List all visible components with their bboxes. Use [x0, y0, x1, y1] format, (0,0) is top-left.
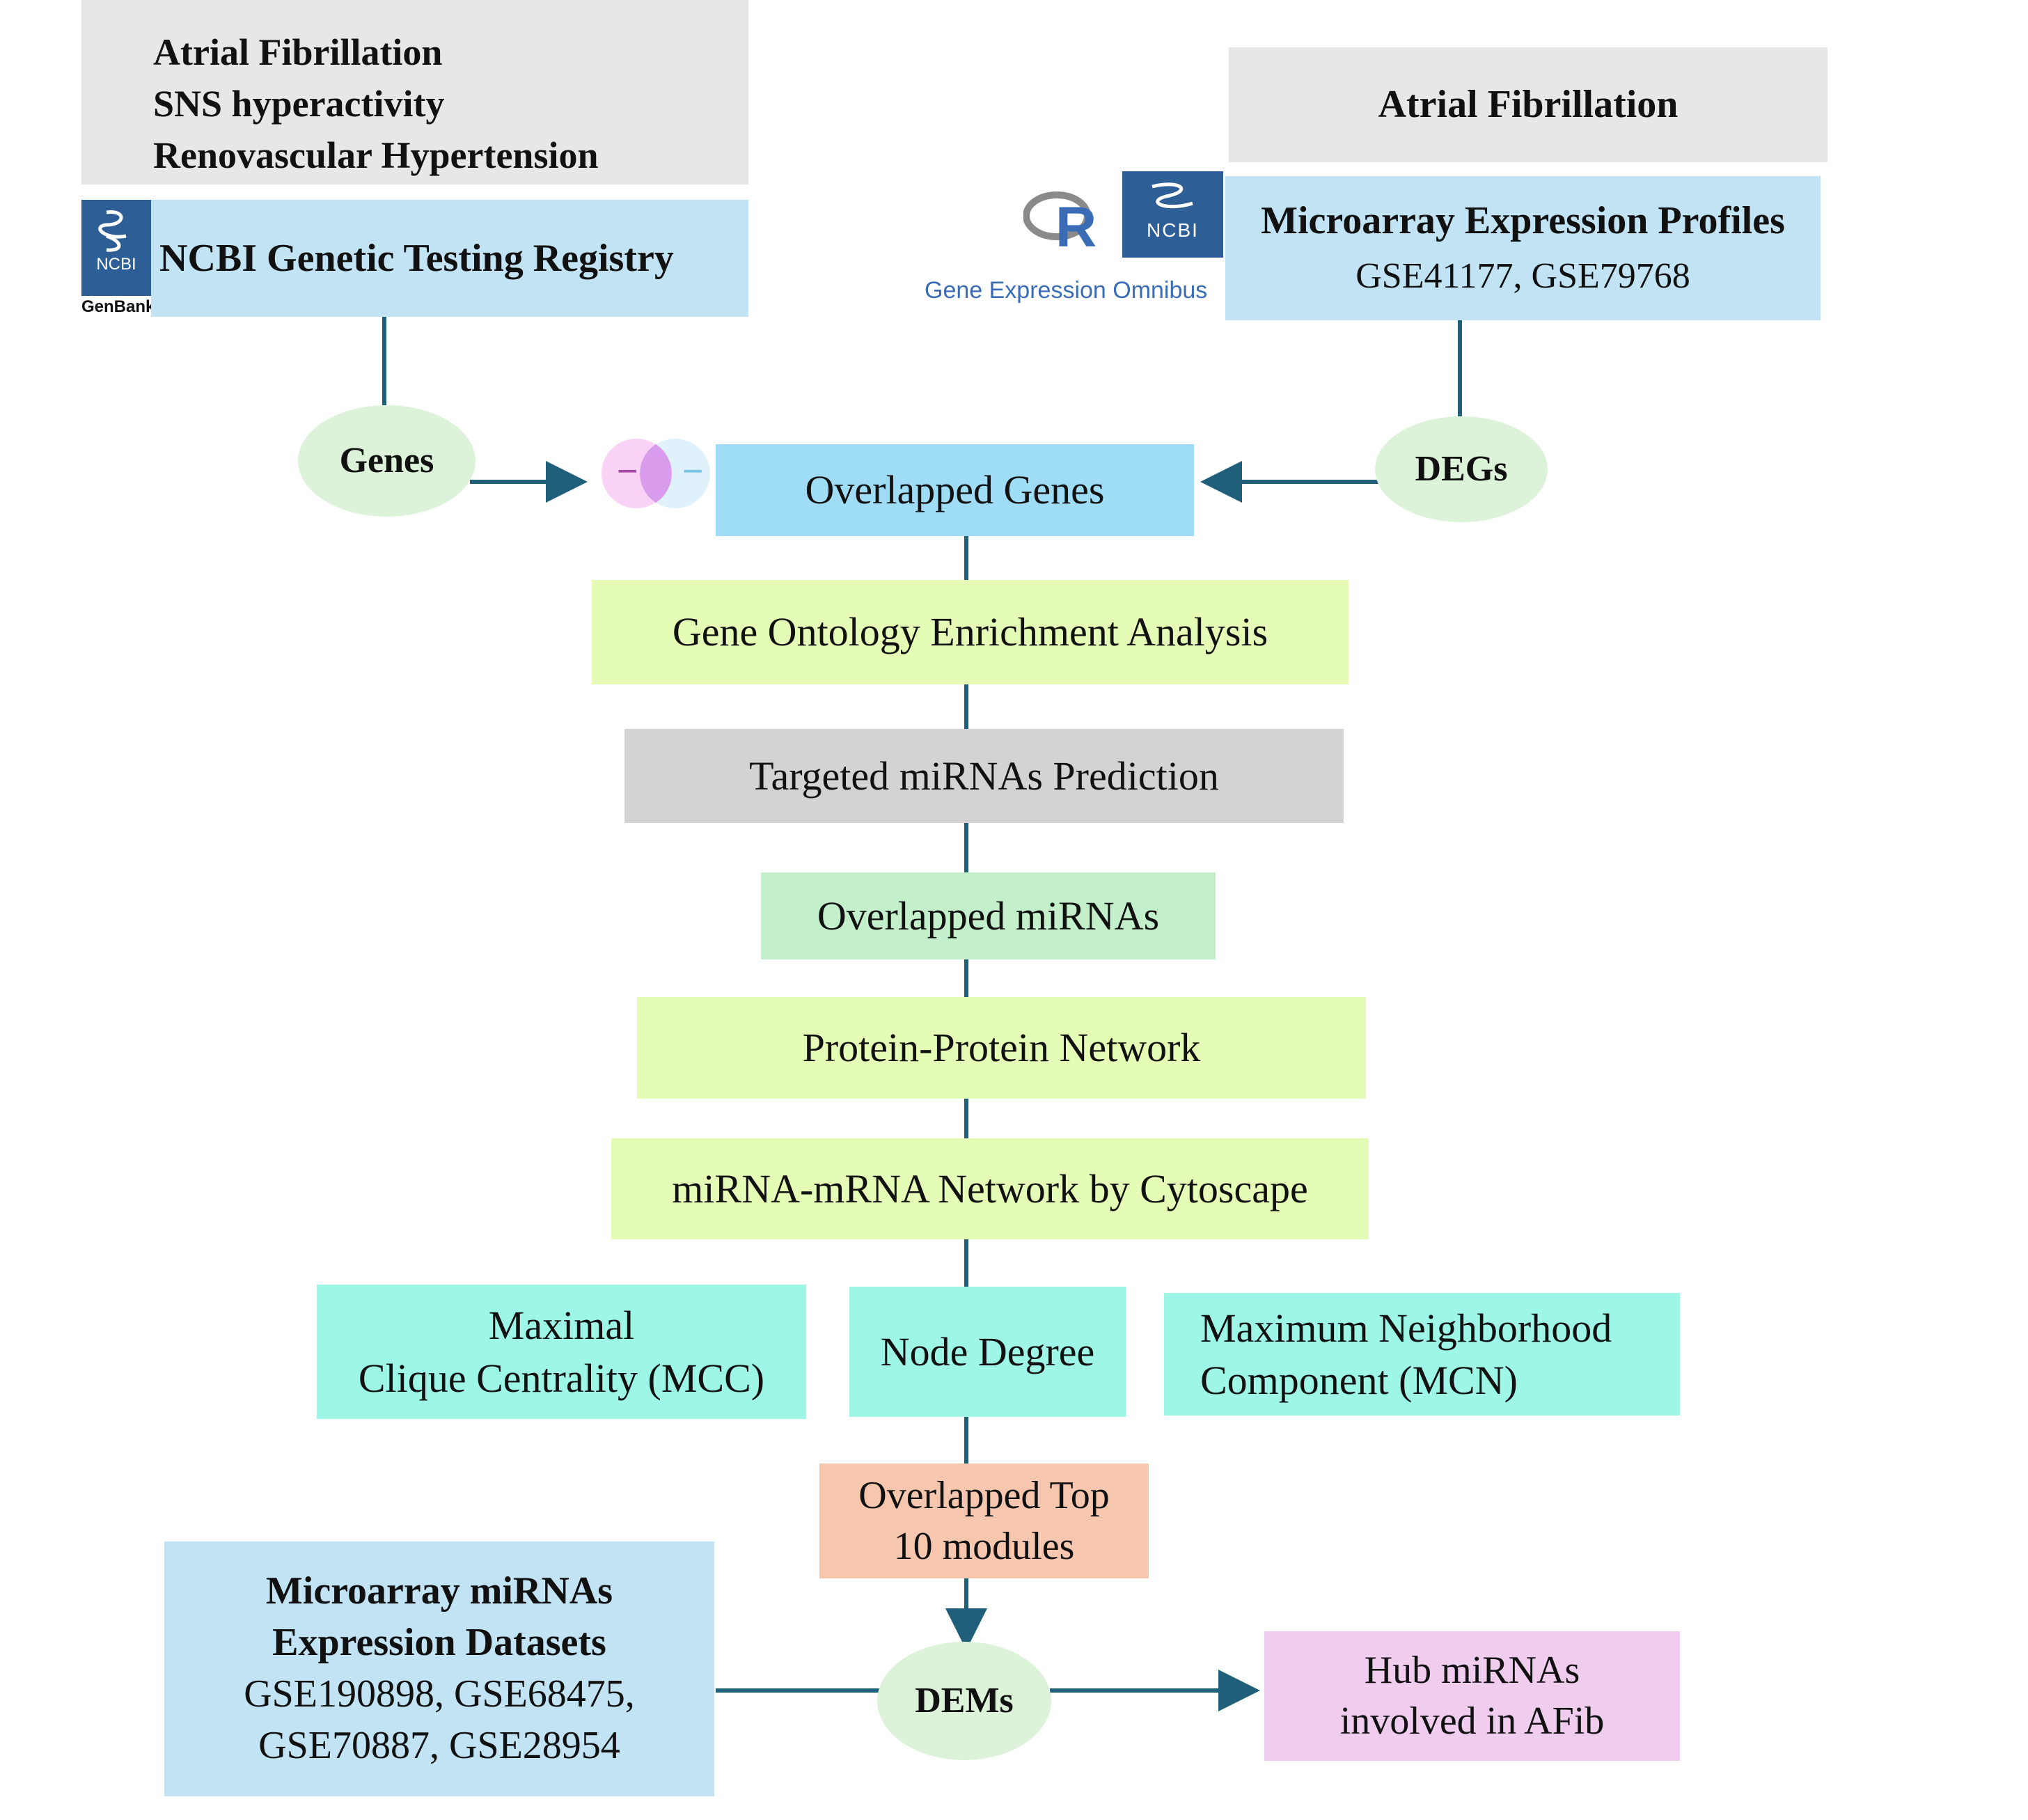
ncbi-geo-logo-text: NCBI: [1147, 219, 1199, 241]
genes-label: Genes: [339, 441, 434, 481]
ncbi-helix-icon-right: [1151, 182, 1193, 209]
mcc-label-line-2: Clique Centrality (MCC): [358, 1355, 765, 1401]
r-logo-letter: R: [1055, 196, 1096, 252]
hub-mirnas-line-1: Hub miRNAs: [1364, 1649, 1580, 1693]
venn-minus-left: −: [617, 451, 638, 492]
go-analysis-box: Gene Ontology Enrichment Analysis: [592, 580, 1349, 684]
hub-mirnas-line-2: involved in AFib: [1339, 1700, 1605, 1743]
mcn-label-line-1: Maximum Neighborhood: [1200, 1305, 1612, 1351]
mirna-mrna-network-label: miRNA-mRNA Network by Cytoscape: [672, 1166, 1308, 1211]
degs-ellipse: DEGs: [1375, 416, 1548, 522]
genbank-caption: GenBank: [81, 297, 155, 316]
mcn-label-line-2: Component (MCN): [1200, 1358, 1518, 1403]
top-modules-line-2: 10 modules: [893, 1524, 1075, 1568]
overlapped-genes-label: Overlapped Genes: [805, 467, 1105, 513]
venn-circles-icon: − −: [602, 439, 710, 508]
top-modules-line-1: Overlapped Top: [858, 1473, 1110, 1517]
ncbi-gtr-box: NCBI Genetic Testing Registry: [151, 200, 748, 317]
go-analysis-label: Gene Ontology Enrichment Analysis: [672, 609, 1268, 655]
ppi-network-label: Protein-Protein Network: [802, 1025, 1201, 1071]
mirna-datasets-title-2: Expression Datasets: [272, 1621, 606, 1665]
mcc-box: Maximal Clique Centrality (MCC): [317, 1285, 806, 1419]
ncbi-geo-logo: NCBI: [1122, 171, 1223, 258]
left-header-line-2: SNS hyperactivity: [153, 83, 445, 125]
ncbi-helix-icon: [98, 210, 127, 252]
hub-mirnas-box: Hub miRNAs involved in AFib: [1264, 1631, 1680, 1761]
overlapped-mirnas-label: Overlapped miRNAs: [817, 893, 1160, 939]
mirna-datasets-ids-2: GSE70887, GSE28954: [258, 1723, 620, 1767]
ncbi-logo-text: NCBI: [96, 255, 136, 274]
left-header-line-3: Renovascular Hypertension: [153, 134, 599, 176]
ncbi-genbank-logo: NCBI GenBank: [81, 200, 155, 325]
r-logo-icon: R: [1023, 191, 1096, 259]
right-header-box: Atrial Fibrillation: [1229, 47, 1827, 162]
mirna-datasets-ids-1: GSE190898, GSE68475,: [244, 1672, 635, 1716]
ncbi-gtr-label: NCBI Genetic Testing Registry: [159, 236, 674, 280]
ppi-network-box: Protein-Protein Network: [637, 997, 1366, 1099]
genes-ellipse: Genes: [298, 405, 475, 517]
node-degree-label: Node Degree: [880, 1328, 1095, 1374]
ncbi-logo-icon: NCBI: [81, 200, 151, 296]
right-header-label: Atrial Fibrillation: [1378, 83, 1679, 127]
degs-label: DEGs: [1415, 449, 1508, 489]
dems-label: DEMs: [915, 1681, 1014, 1721]
microarray-profiles-datasets: GSE41177, GSE79768: [1355, 256, 1690, 296]
venn-diagram-icon: − −: [600, 437, 712, 510]
microarray-profiles-box: Microarray Expression Profiles GSE41177,…: [1225, 176, 1821, 320]
node-degree-box: Node Degree: [849, 1287, 1126, 1417]
left-header-line-1: Atrial Fibrillation: [153, 31, 443, 73]
r-logo: R: [1023, 188, 1097, 259]
mirna-prediction-box: Targeted miRNAs Prediction: [624, 729, 1344, 823]
overlapped-genes-box: Overlapped Genes: [716, 444, 1194, 536]
mcc-label-line-1: Maximal: [488, 1303, 635, 1349]
mirna-prediction-label: Targeted miRNAs Prediction: [749, 753, 1219, 799]
top-modules-box: Overlapped Top 10 modules: [819, 1464, 1149, 1578]
microarray-profiles-title: Microarray Expression Profiles: [1261, 198, 1785, 242]
geo-caption: Gene Expression Omnibus: [925, 277, 1208, 304]
dems-ellipse: DEMs: [877, 1642, 1051, 1760]
mirna-mrna-network-box: miRNA-mRNA Network by Cytoscape: [611, 1138, 1369, 1239]
mirna-datasets-title-1: Microarray miRNAs: [265, 1569, 613, 1613]
mcn-box: Maximum Neighborhood Component (MCN): [1164, 1293, 1680, 1415]
overlapped-mirnas-box: Overlapped miRNAs: [761, 872, 1216, 959]
venn-minus-right: −: [682, 451, 703, 492]
mirna-datasets-box: Microarray miRNAs Expression Datasets GS…: [164, 1541, 714, 1796]
left-header-box: Atrial Fibrillation SNS hyperactivity Re…: [81, 0, 748, 185]
